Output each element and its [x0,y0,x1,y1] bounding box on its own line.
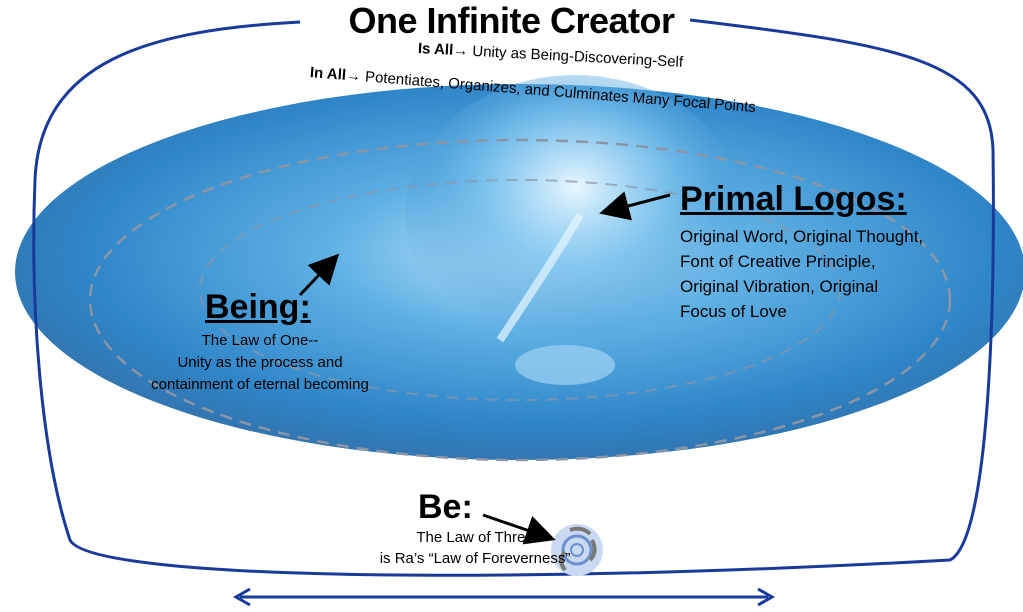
be-heading: Be: [418,488,473,526]
primal-logos-description: Original Word, Original Thought, Font of… [680,227,924,321]
whirlpool [405,75,745,355]
in-all-label: In All [309,64,347,84]
be-arrow [482,513,556,545]
be-line: is Ra’s “Law of Foreverness” [379,550,571,567]
being-line: The Law of One-- [201,332,319,349]
being-line: containment of eternal becoming [151,376,369,393]
arrow-glyph: → [345,66,362,85]
be-description: The Law of Three is Ra’s “Law of Forever… [360,527,590,569]
being-description: The Law of One-- Unity as the process an… [110,330,410,396]
outer-frame [32,18,995,577]
triskele-icon [551,524,603,576]
be-line: The Law of Three [416,529,534,546]
being-line: Unity as the process and [177,354,343,371]
arrow-glyph: → [452,41,469,60]
dashed-orbit [88,138,952,462]
being-heading: Being: [205,288,311,326]
page-title: One Infinite Creator [348,0,675,41]
primal-logos-heading: Primal Logos: [680,180,907,218]
is-all-label: Is All [417,40,454,59]
logos-arrow [599,191,671,221]
being-arrow [298,253,340,297]
bottom-double-arrow [232,587,776,607]
